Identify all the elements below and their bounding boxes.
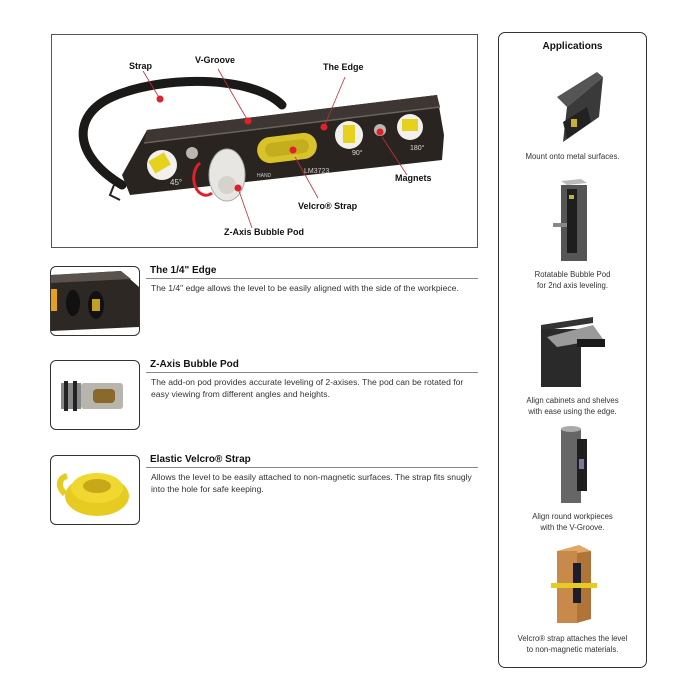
svg-text:LM3723: LM3723	[304, 168, 329, 175]
edge-thumbnail	[50, 266, 140, 336]
application-caption: with the V-Groove.	[540, 523, 605, 532]
callout-magnets: Magnets	[395, 173, 432, 183]
divider	[146, 278, 478, 279]
wood-post-image	[551, 545, 597, 623]
callout-velcro-strap: Velcro® Strap	[298, 201, 358, 211]
feature-z-axis-bubble-pod: Z-Axis Bubble Pod The add-on pod provide…	[50, 359, 480, 432]
application-caption: Rotatable Bubble Pod	[534, 270, 611, 279]
feature-title: The 1/4" Edge	[150, 265, 217, 276]
applications-panel: Applications Mount onto metal surfaces. …	[498, 32, 647, 668]
metal-beam-image	[557, 72, 603, 142]
velcro-strap-thumbnail	[50, 455, 140, 525]
applications-title: Applications	[542, 41, 603, 52]
feature-title: Elastic Velcro® Strap	[150, 454, 251, 465]
application-caption: to non-magnetic materials.	[526, 645, 619, 654]
callout-v-groove: V-Groove	[195, 55, 236, 65]
feature-quarter-inch-edge: The 1/4" Edge The 1/4" edge allows the l…	[50, 265, 480, 338]
torpedo-level-illustration: 45° LM3723 HAND 90° 180°	[78, 68, 444, 229]
round-pipe-image	[561, 426, 587, 503]
application-caption: for 2nd axis leveling.	[536, 281, 609, 290]
application-caption: Mount onto metal surfaces.	[525, 152, 620, 161]
feature-elastic-velcro-strap: Elastic Velcro® Strap Allows the level t…	[50, 454, 480, 527]
feature-description: The add-on pod provides accurate levelin…	[151, 377, 464, 399]
bubble-pod-thumbnail	[50, 360, 140, 430]
square-post-image	[553, 179, 587, 261]
svg-text:180°: 180°	[410, 144, 425, 152]
application-caption: Align cabinets and shelves	[526, 396, 619, 405]
svg-text:45°: 45°	[170, 178, 182, 187]
feature-description: Allows the level to be easily attached t…	[151, 472, 472, 494]
feature-title: Z-Axis Bubble Pod	[150, 359, 239, 370]
callout-z-axis-pod: Z-Axis Bubble Pod	[224, 227, 305, 237]
hero-product-image: 45° LM3723 HAND 90° 180° Strap V-Groove …	[51, 34, 478, 248]
cabinet-shelf-image	[541, 317, 605, 387]
svg-text:HAND: HAND	[257, 173, 272, 179]
application-caption: Align round workpieces	[532, 512, 613, 521]
application-caption: with ease using the edge.	[528, 407, 617, 416]
feature-description: The 1/4" edge allows the level to be eas…	[151, 283, 459, 293]
application-caption: Velcro® strap attaches the level	[517, 634, 628, 643]
callout-the-edge: The Edge	[323, 62, 364, 72]
svg-text:90°: 90°	[352, 149, 363, 157]
callout-strap: Strap	[129, 61, 153, 71]
divider	[146, 372, 478, 373]
divider	[146, 467, 478, 468]
